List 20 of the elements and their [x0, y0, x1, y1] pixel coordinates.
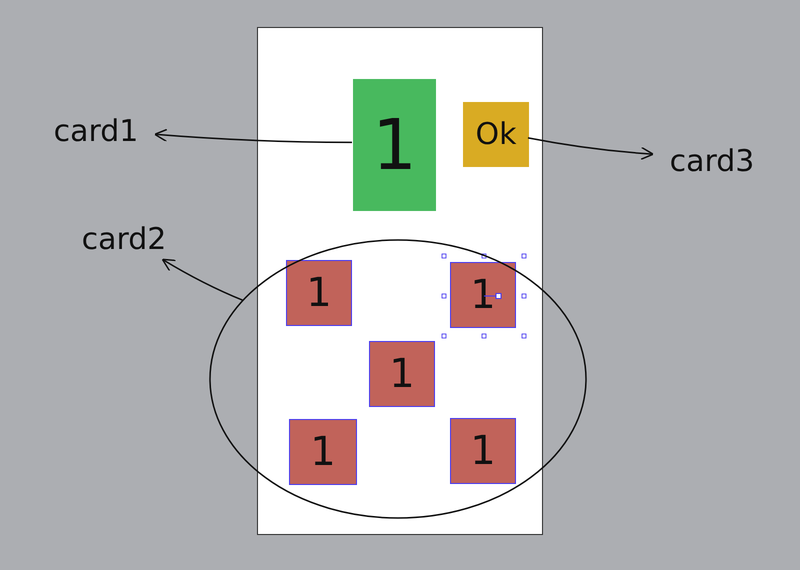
card-label: 1	[305, 273, 333, 313]
card	[286, 260, 352, 326]
annotation-label: card3	[652, 142, 772, 182]
arrow	[154, 128, 352, 144]
annotation-label: card1	[36, 112, 156, 152]
card-label: Ok	[474, 120, 518, 150]
card-label: 1	[371, 110, 418, 180]
card	[289, 419, 357, 485]
card	[353, 79, 436, 211]
card-label: 1	[469, 275, 497, 315]
card-label: 1	[309, 432, 337, 472]
arrow	[162, 258, 244, 302]
arrow	[528, 137, 654, 160]
annotation-label: card2	[66, 220, 182, 260]
card	[450, 418, 516, 484]
circled-area	[208, 238, 588, 520]
card-label: 1	[469, 431, 497, 471]
card	[463, 102, 529, 167]
card	[369, 341, 435, 407]
card-label: 1	[388, 354, 416, 394]
